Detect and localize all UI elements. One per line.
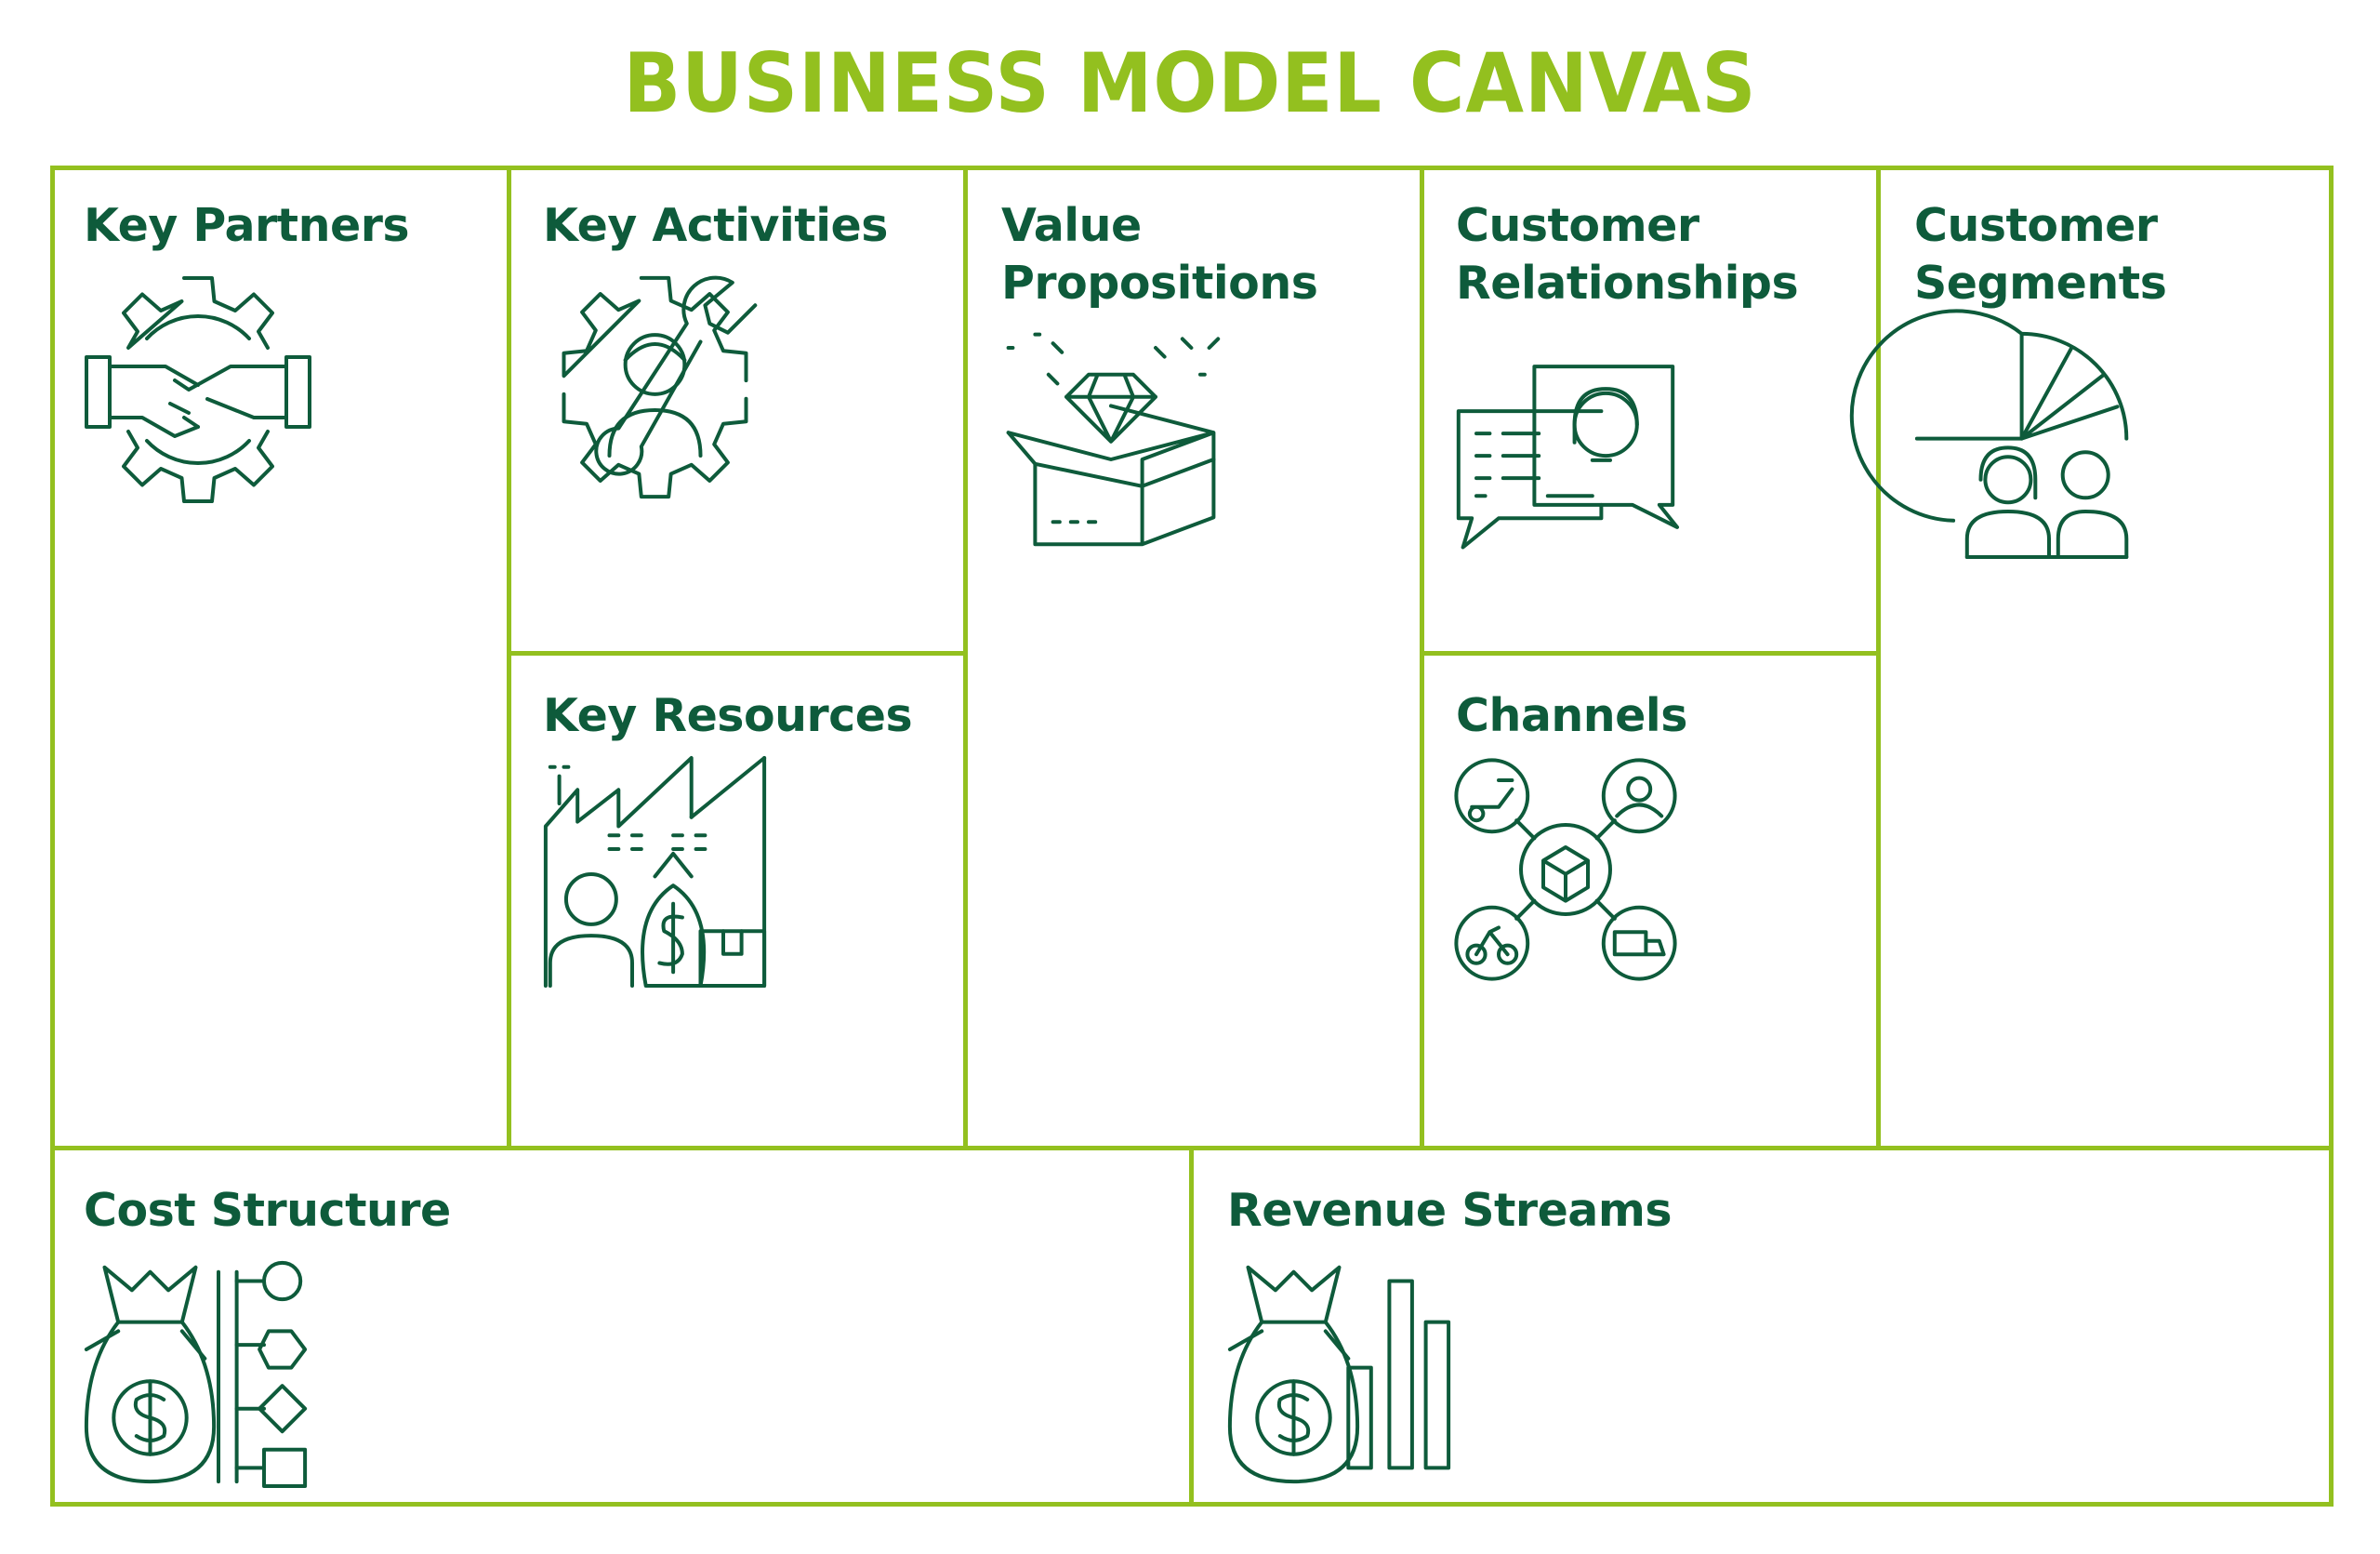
divider-bottom-row xyxy=(50,1146,2334,1150)
canvas-title: BUSINESS MODEL CANVAS xyxy=(623,35,1757,131)
block-cost-structure: Cost Structure xyxy=(50,1150,1189,1502)
block-label: Key Partners xyxy=(84,199,410,252)
block-value-propositions: Value Propositions xyxy=(968,166,1420,1146)
gear-wrench-person-icon xyxy=(541,273,769,501)
delivery-network-icon xyxy=(1454,758,1677,981)
divider-v4 xyxy=(1876,166,1881,1149)
divider-relationships-channels xyxy=(1422,651,1878,656)
block-label: Key Resources xyxy=(543,689,913,742)
divider-v3 xyxy=(1420,166,1424,1149)
divider-v1 xyxy=(507,166,511,1149)
block-label: Value Propositions xyxy=(1001,199,1318,310)
block-customer-relationships: Customer Relationships xyxy=(1422,166,1878,651)
block-channels: Channels xyxy=(1422,656,1878,1146)
money-bag-flowchart-icon xyxy=(82,1258,310,1486)
border-right xyxy=(2329,166,2334,1507)
block-customer-segments: Customer Segments xyxy=(1881,166,2329,1146)
block-label: Key Activities xyxy=(543,199,888,252)
handshake-gear-icon xyxy=(82,273,314,506)
factory-person-money-icon xyxy=(541,758,769,986)
chat-support-icon xyxy=(1454,357,1677,548)
block-revenue-streams: Revenue Streams xyxy=(1194,1150,2329,1502)
money-bag-bars-icon xyxy=(1225,1258,1453,1486)
block-label: Customer Segments xyxy=(1914,199,2167,310)
block-label: Channels xyxy=(1456,689,1687,742)
block-label: Customer Relationships xyxy=(1456,199,1799,310)
block-label: Revenue Streams xyxy=(1227,1184,1673,1237)
border-left xyxy=(50,166,55,1507)
canvas-grid: Key Partners Key Activities xyxy=(50,166,2334,1507)
divider-activities-resources xyxy=(509,651,965,656)
block-label: Cost Structure xyxy=(84,1184,451,1237)
block-key-partners: Key Partners xyxy=(50,166,507,1146)
divider-v2 xyxy=(963,166,968,1149)
border-top xyxy=(50,166,2334,170)
block-key-resources: Key Resources xyxy=(509,656,965,1146)
divider-bottom-v xyxy=(1189,1149,1194,1505)
diamond-box-icon xyxy=(999,325,1223,549)
pie-chart-people-icon xyxy=(1912,329,2140,557)
block-key-activities: Key Activities xyxy=(509,166,965,651)
